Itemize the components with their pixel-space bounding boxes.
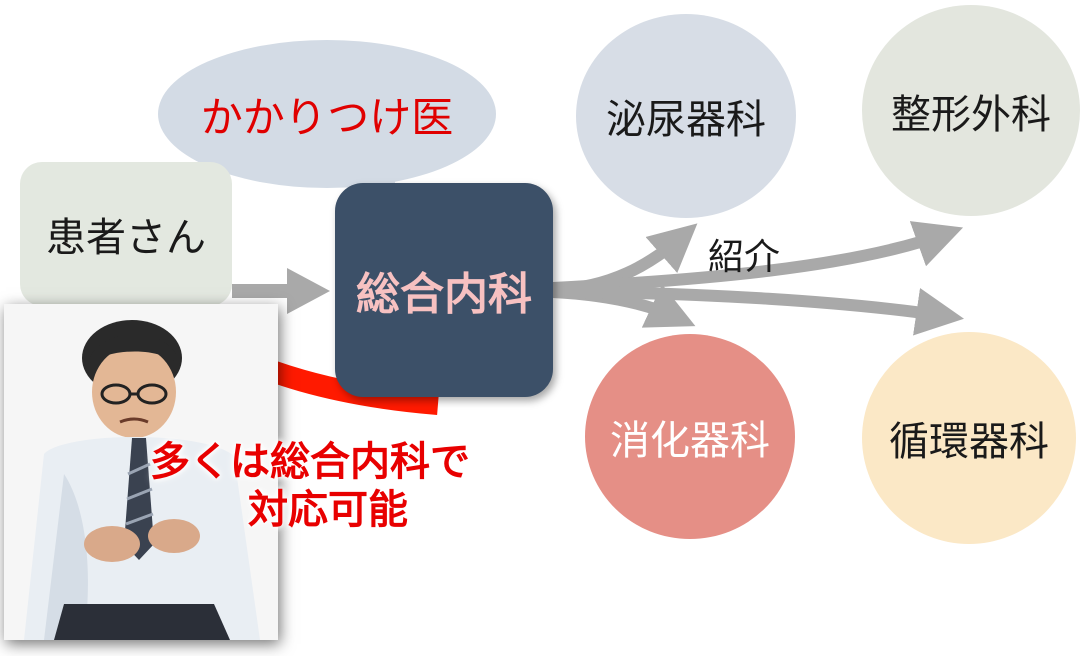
general-internal-medicine-box: 総合内科 bbox=[335, 183, 553, 397]
note-line-2: 対応可能 bbox=[248, 487, 408, 533]
family-doctor-label: かかりつけ医 bbox=[200, 92, 454, 142]
patient-to-center-arrow bbox=[232, 268, 330, 314]
general-internal-medicine-label: 総合内科 bbox=[356, 269, 532, 320]
note-text: 多くは総合内科で 対応可能 bbox=[150, 438, 540, 534]
cardiology-circle: 循環器科 bbox=[862, 332, 1076, 544]
referral-label: 紹介 bbox=[708, 237, 781, 278]
gastroenterology-label: 消化器科 bbox=[610, 417, 770, 464]
speech-bubble: かかりつけ医 bbox=[158, 40, 496, 188]
orthopedics-label: 整形外科 bbox=[891, 91, 1051, 138]
note-line-1: 多くは総合内科で bbox=[150, 439, 470, 485]
cardiology-label: 循環器科 bbox=[889, 419, 1049, 465]
orthopedics-circle: 整形外科 bbox=[862, 5, 1080, 216]
urology-circle: 泌尿器科 bbox=[576, 14, 796, 218]
patient-box: 患者さん bbox=[20, 162, 232, 306]
urology-label: 泌尿器科 bbox=[606, 97, 766, 143]
gastroenterology-circle: 消化器科 bbox=[585, 334, 795, 539]
man-with-stomachache-illustration bbox=[24, 320, 260, 640]
patient-photo bbox=[4, 304, 278, 640]
referral-arrow-orthopedics bbox=[552, 221, 964, 294]
patient-label: 患者さん bbox=[46, 215, 206, 261]
referral-arrow-cardio bbox=[552, 286, 964, 336]
